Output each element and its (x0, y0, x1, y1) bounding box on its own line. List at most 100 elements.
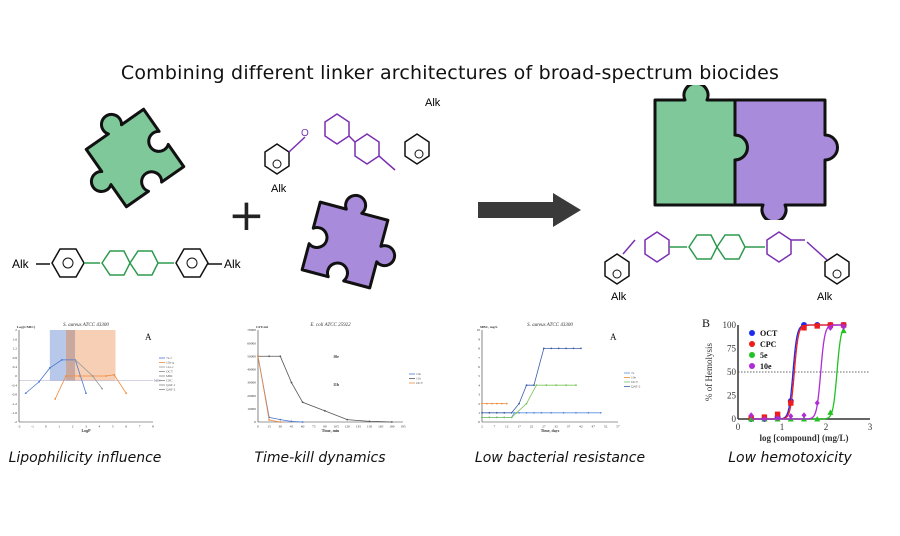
caption-resistance: Low bacterial resistance (474, 450, 646, 466)
data-point (572, 347, 575, 350)
x-tick-label: 30 (279, 425, 283, 429)
legend-label: QAT-1 (166, 383, 176, 387)
data-point (279, 418, 282, 421)
data-point (500, 402, 503, 405)
data-point (38, 380, 40, 383)
legend-label: 10e (631, 376, 637, 380)
legend-marker (749, 363, 755, 369)
data-point (525, 411, 528, 414)
y-axis-label: CFU/ml (256, 325, 268, 329)
x-axis-label: log [compound] (mg/L) (759, 433, 848, 443)
x-tick-label: -1 (31, 425, 34, 429)
x-tick-label: 42 (579, 425, 583, 429)
legend-label: QAT-2 (631, 385, 641, 389)
x-tick-label: 2 (824, 422, 829, 432)
data-point (105, 375, 107, 377)
y-tick-label: -0.4 (11, 383, 17, 387)
y-tick-label: 0 (15, 374, 17, 378)
data-point (801, 412, 807, 419)
legend-label: 5e (760, 351, 768, 360)
y-tick-label: 0 (478, 420, 480, 424)
data-point (390, 421, 393, 423)
data-point (540, 411, 543, 414)
chart-title: S. aureus ATCC 43300 (527, 323, 573, 328)
oxygen-label: O (301, 128, 309, 139)
data-point (268, 419, 271, 421)
data-point (827, 409, 834, 415)
alk-label-left: Alk (12, 257, 30, 271)
x-tick-label: 3 (868, 422, 873, 432)
x-tick-label: 15 (267, 425, 271, 429)
y-tick-label: 1 (478, 411, 480, 415)
data-point (101, 387, 103, 390)
data-point (346, 418, 349, 421)
data-point (748, 412, 754, 419)
data-point (113, 373, 116, 376)
legend-label: OCT (416, 381, 424, 385)
data-point (565, 347, 567, 350)
y-tick-label: 50 (727, 367, 737, 377)
legend-label: 11b (416, 377, 421, 381)
data-point (580, 347, 582, 350)
series-line-10e (257, 356, 303, 423)
data-point (324, 409, 326, 412)
y-axis-label: Log(1/MIC) (17, 325, 36, 329)
x-tick-label: 165 (378, 425, 384, 429)
legend-label: OCT (760, 329, 778, 338)
data-point (125, 392, 128, 395)
x-tick-label: 0 (257, 425, 259, 429)
y-tick-label: 7 (478, 356, 480, 360)
x-tick-label: 120 (345, 425, 351, 429)
y-tick-label: -1.2 (11, 402, 17, 406)
data-point (587, 411, 590, 414)
x-tick-label: 195 (400, 425, 406, 429)
caption-time-kill: Time-kill dynamics (254, 450, 386, 466)
data-point (481, 416, 483, 419)
series-line-OCT (482, 384, 576, 418)
x-tick-label: 75 (312, 425, 316, 429)
x-tick-label: 37 (567, 425, 571, 429)
data-point (91, 375, 94, 377)
y-axis-label: MBC, mg/L (480, 325, 499, 329)
data-point (550, 347, 553, 350)
legend-label: 7e (631, 371, 635, 375)
data-point (503, 416, 506, 419)
y-tick-label: 70000 (247, 328, 256, 332)
data-point (814, 400, 820, 407)
data-point (279, 421, 282, 423)
x-tick-label: 17 (517, 425, 521, 429)
right-arrow-icon (478, 193, 581, 227)
series-line-11b (258, 355, 392, 423)
x-tick-label: 1 (780, 422, 785, 432)
legend-label: 11a-c (166, 365, 174, 369)
data-point (481, 411, 483, 414)
y-tick-label: 4 (478, 383, 480, 387)
legend-label: MIR (166, 374, 173, 378)
y-tick-label: 75 (727, 344, 737, 354)
legend-marker (749, 330, 755, 336)
x-tick-label: 0 (736, 422, 741, 432)
data-point (279, 355, 282, 358)
y-tick-label: 60000 (247, 341, 256, 345)
data-point (814, 323, 820, 329)
x-tick-label: 47 (592, 425, 596, 429)
data-point (518, 402, 520, 405)
data-point (481, 402, 483, 405)
data-point (513, 411, 516, 414)
x-axis-label: Time, min (322, 428, 340, 433)
structure-label: 11b (333, 382, 340, 387)
x-tick-label: 7 (493, 425, 495, 429)
y-tick-label: 2 (15, 328, 17, 332)
data-point (525, 384, 528, 387)
legend-label: OCT (166, 370, 174, 374)
hybrid-linker-molecule: Alk Alk (604, 231, 850, 303)
data-point (575, 384, 577, 387)
data-point (542, 347, 545, 350)
shaded-region (65, 330, 76, 381)
data-point (545, 384, 548, 387)
data-point (801, 325, 807, 331)
y-tick-label: -0.8 (11, 393, 17, 397)
x-tick-label: 150 (367, 425, 373, 429)
